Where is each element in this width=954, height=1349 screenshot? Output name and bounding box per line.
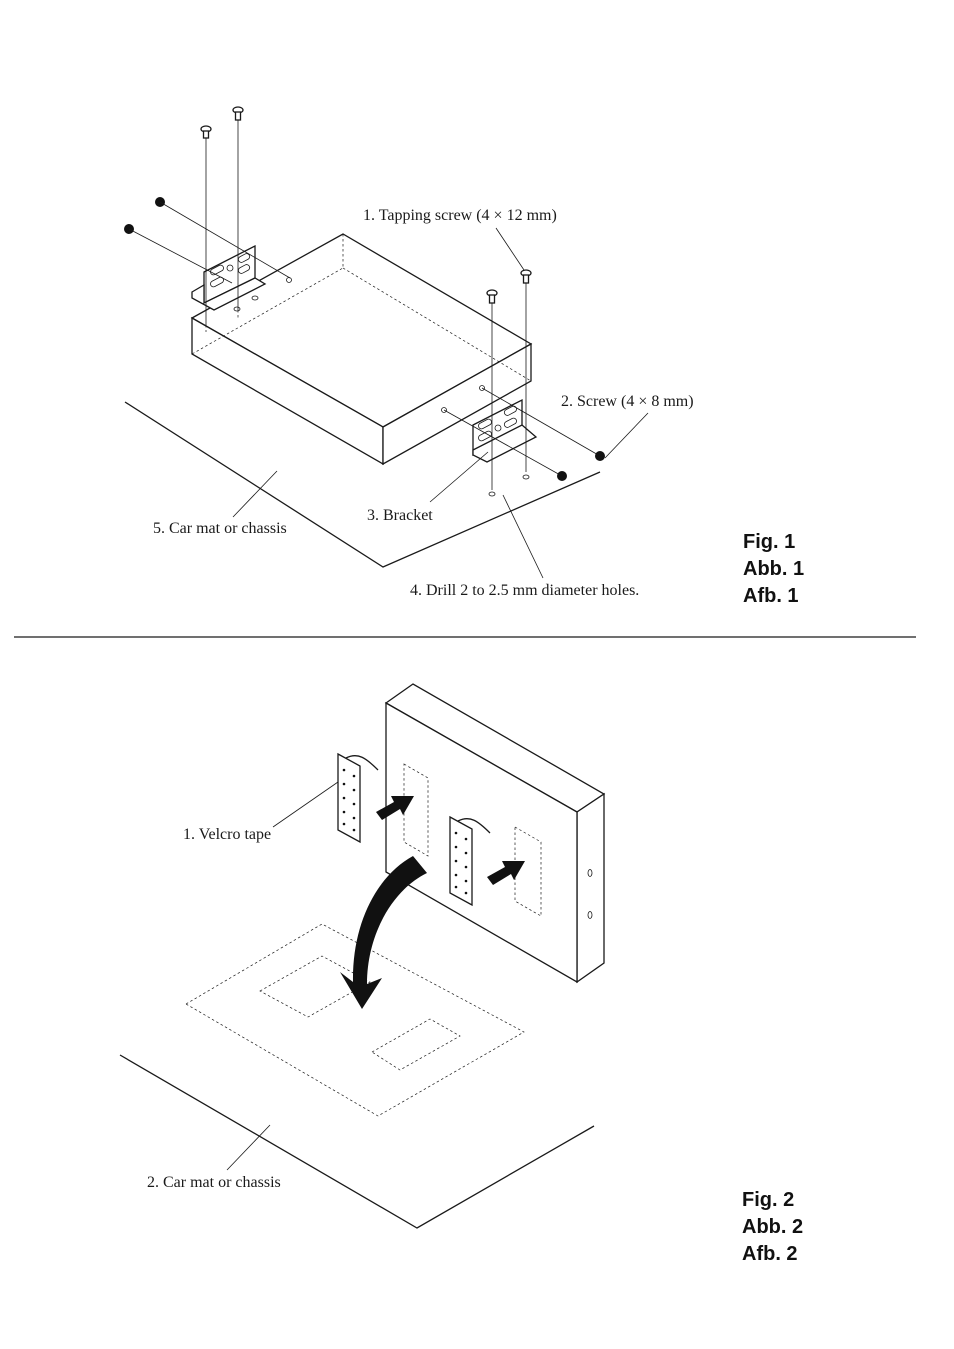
fig1-tapping-screws-right	[486, 269, 532, 497]
fig1-label-screw: 2. Screw (4 × 8 mm)	[561, 393, 694, 410]
fig1-leader-lines	[232, 227, 649, 579]
fig2-arrow-2	[487, 861, 525, 885]
fig1-caption-de: Abb. 1	[743, 558, 804, 580]
fig2-leader-lines	[226, 781, 339, 1171]
fig2-velcro-strip-2	[449, 815, 491, 907]
fig1-label-drill: 4. Drill 2 to 2.5 mm diameter holes.	[410, 582, 639, 599]
fig2-caption-de: Abb. 2	[742, 1216, 803, 1238]
fig1-caption-en: Fig. 1	[743, 531, 795, 553]
fig1-side-screws-left	[124, 197, 291, 284]
fig2-unit-box	[384, 683, 606, 984]
fig1-diagram: 1. Tapping screw (4 × 12 mm) 2. Screw (4…	[124, 106, 804, 607]
fig2-curved-arrow	[340, 856, 427, 1009]
fig1-right-bracket	[472, 398, 538, 463]
fig2-car-mat-outline	[119, 1054, 595, 1229]
fig2-caption-nl: Afb. 2	[742, 1243, 798, 1265]
fig2-arrow-1	[376, 796, 414, 820]
fig1-side-screws-right	[443, 387, 605, 481]
fig2-caption-en: Fig. 2	[742, 1189, 794, 1211]
fig1-caption-nl: Afb. 1	[743, 585, 799, 607]
fig1-unit-box	[190, 233, 533, 466]
fig2-placement-footprint	[185, 923, 525, 1117]
fig2-label-velcro: 1. Velcro tape	[183, 826, 271, 843]
fig1-label-tapping-screw: 1. Tapping screw (4 × 12 mm)	[363, 207, 557, 224]
fig1-car-mat-outline	[124, 401, 601, 568]
fig1-label-bracket: 3. Bracket	[367, 507, 433, 524]
fig2-label-car-mat: 2. Car mat or chassis	[147, 1174, 281, 1191]
fig1-tapping-screws-left	[200, 106, 259, 332]
fig2-velcro-strip-1	[337, 752, 379, 844]
fig1-label-car-mat: 5. Car mat or chassis	[153, 520, 287, 537]
fig2-diagram: 1. Velcro tape 2. Car mat or chassis Fig…	[119, 683, 803, 1265]
